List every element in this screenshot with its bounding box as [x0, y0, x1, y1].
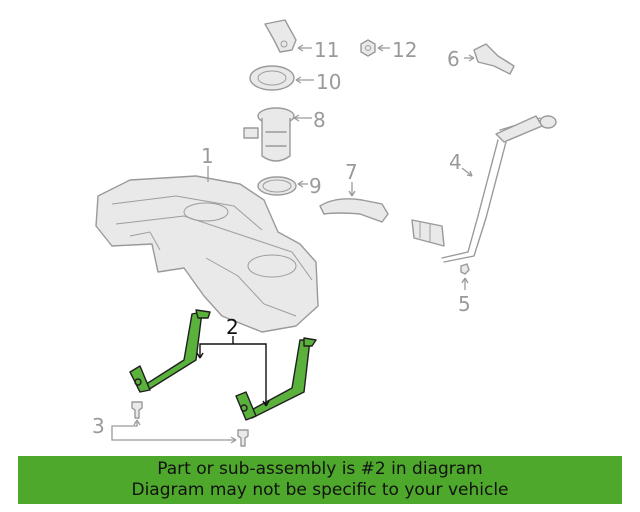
part-2-tank-straps[interactable]	[129, 309, 317, 421]
callout-8: 8	[313, 108, 326, 132]
part-12-nut[interactable]	[360, 39, 390, 57]
part-3-bolts[interactable]	[131, 401, 249, 447]
callout-1: 1	[201, 144, 214, 168]
banner-line-1: Part or sub-assembly is #2 in diagram	[157, 459, 483, 479]
part-4-filler-pipe[interactable]	[411, 115, 557, 263]
part-1-fuel-tank[interactable]	[95, 175, 319, 333]
leader-2	[199, 343, 267, 406]
callout-6: 6	[447, 47, 460, 71]
part-5-clip[interactable]	[460, 263, 470, 290]
part-6-cap[interactable]	[464, 43, 515, 75]
banner-line-2: Diagram may not be specific to your vehi…	[131, 480, 509, 500]
parts-diagram: 11 12 6 10 8 9	[92, 19, 557, 447]
part-info-banner: Part or sub-assembly is #2 in diagram Di…	[18, 456, 622, 504]
part-10-lock-ring[interactable]	[249, 65, 314, 91]
part-9-seal[interactable]	[257, 176, 308, 196]
strap-left[interactable]	[129, 309, 211, 393]
callout-11: 11	[314, 38, 339, 62]
callout-5: 5	[458, 292, 471, 316]
strap-right[interactable]	[235, 337, 317, 421]
callout-9: 9	[309, 174, 322, 198]
part-11-bracket[interactable]	[264, 19, 312, 53]
leader-3	[111, 422, 236, 441]
callout-4: 4	[449, 150, 462, 174]
callout-7: 7	[345, 160, 358, 184]
part-8-fuel-pump[interactable]	[243, 107, 312, 162]
callout-12: 12	[392, 38, 417, 62]
part-7-hose[interactable]	[319, 182, 389, 223]
callout-3: 3	[92, 414, 105, 438]
callout-10: 10	[316, 70, 341, 94]
callout-2: 2	[226, 315, 239, 339]
